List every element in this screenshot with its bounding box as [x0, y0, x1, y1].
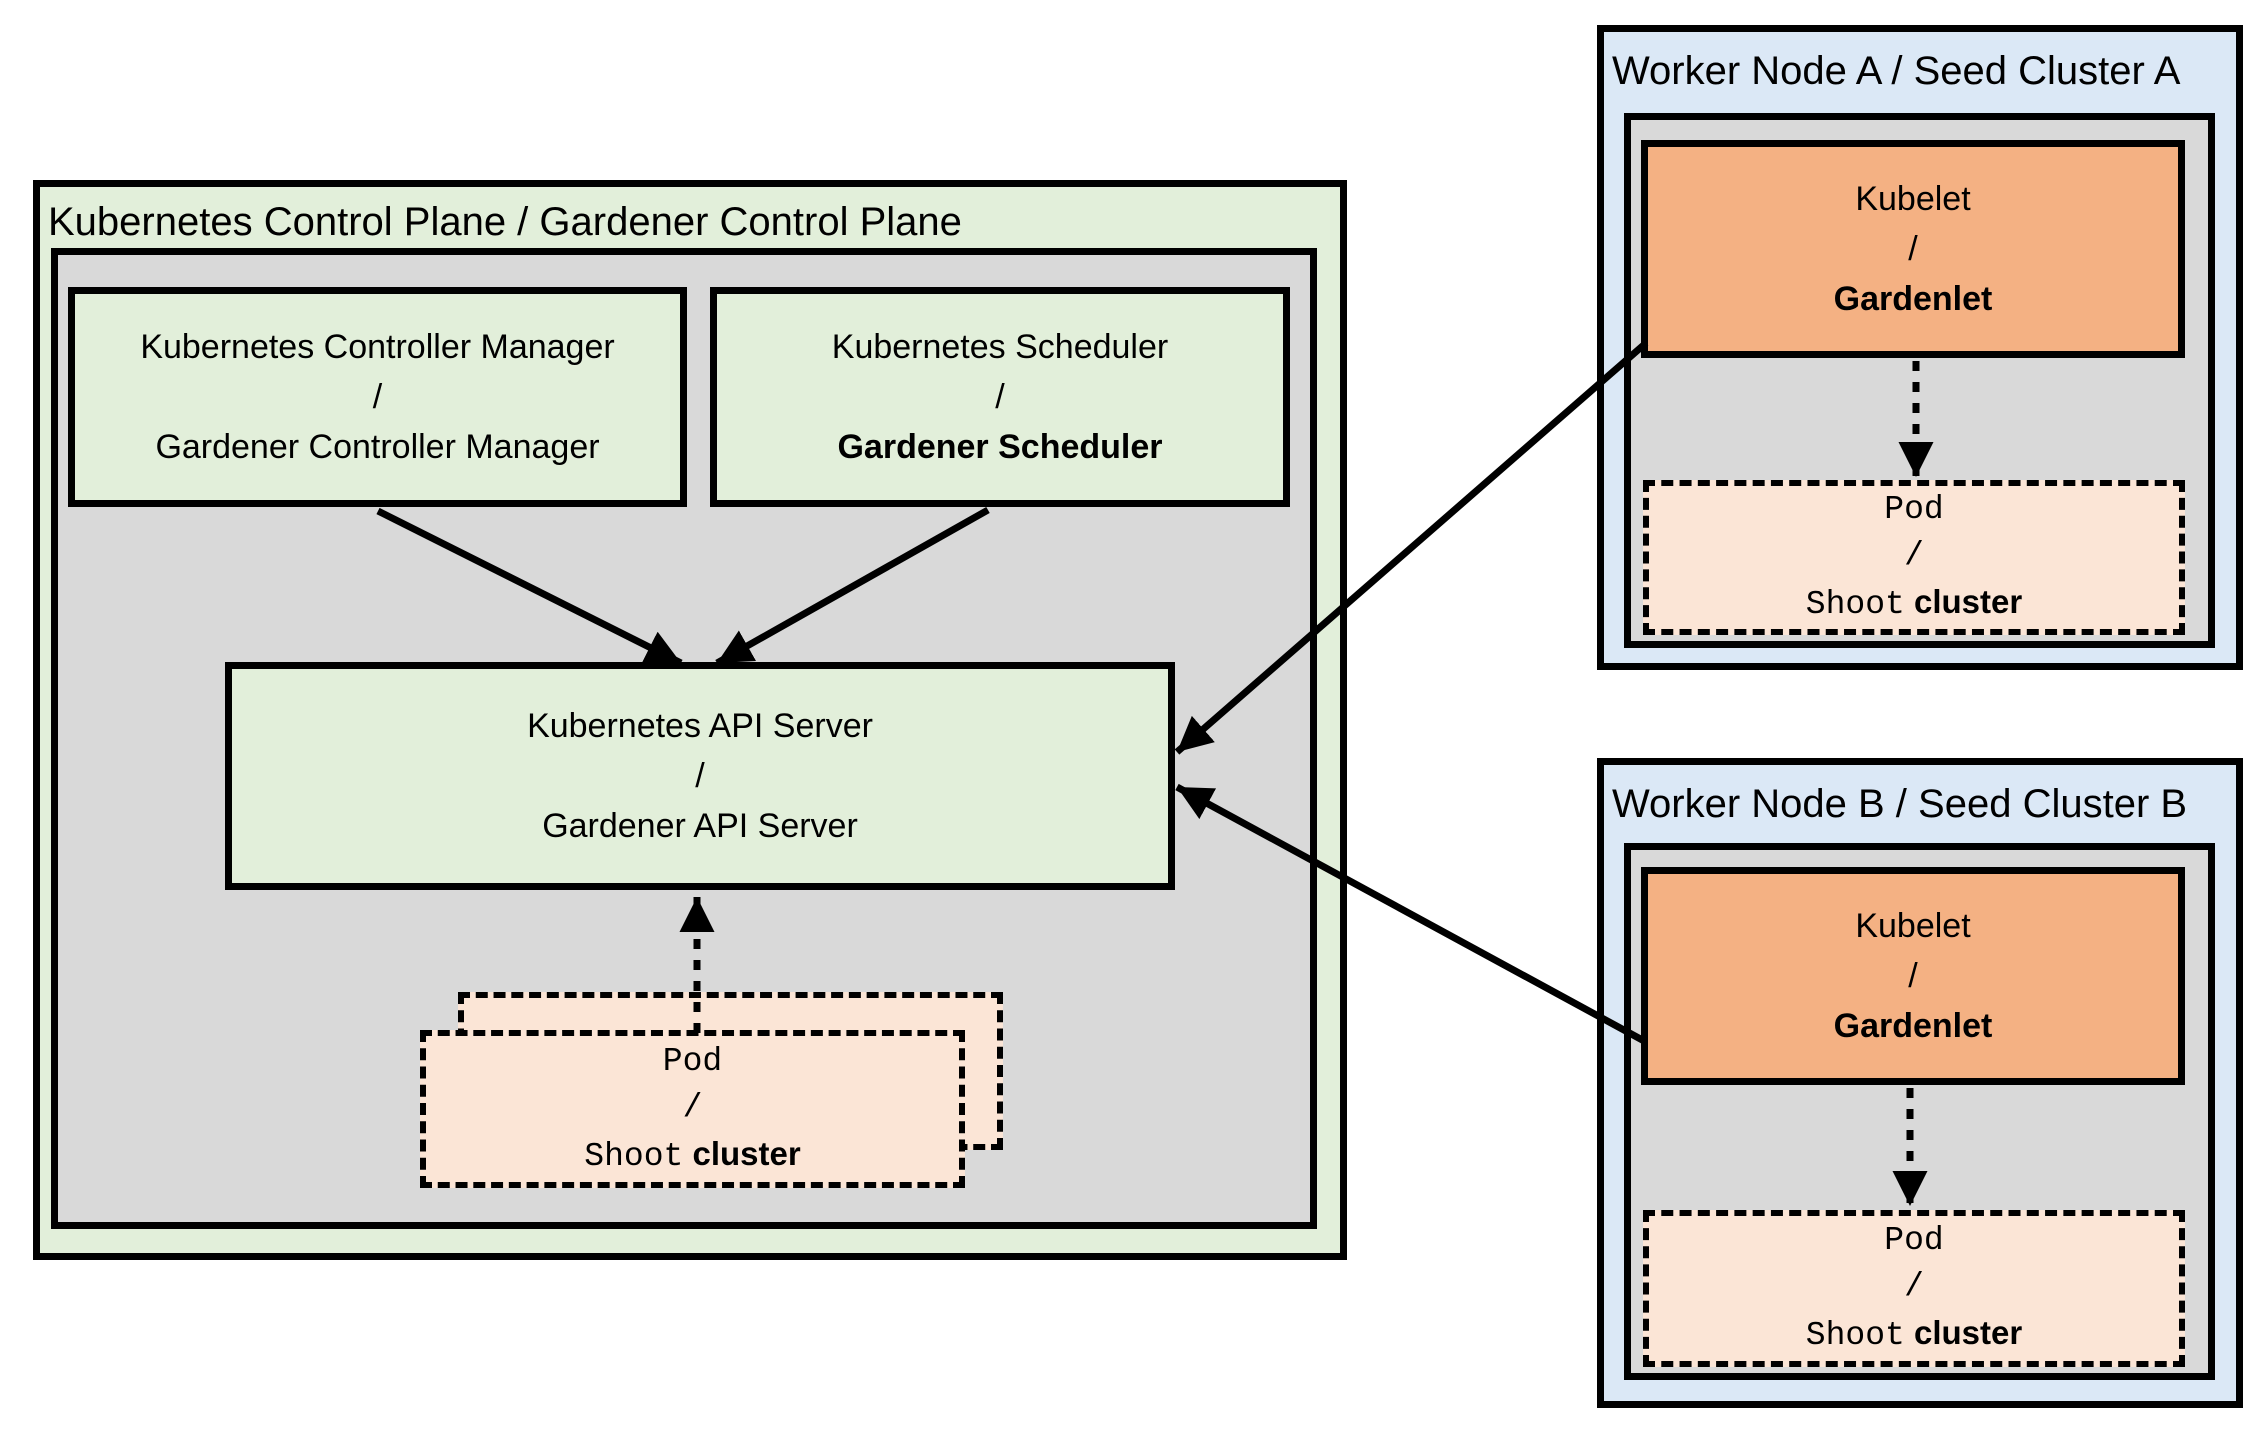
- worker-node-a-pod-line1: Pod: [1884, 491, 1944, 528]
- controller-manager-line1: Kubernetes Controller Manager: [140, 328, 615, 366]
- control-plane-pod-shoot-label: Shoot: [584, 1137, 684, 1175]
- worker-node-b-title: Worker Node B / Seed Cluster B: [1612, 782, 2188, 826]
- api-server-line2: Gardener API Server: [542, 807, 858, 845]
- scheduler-separator: /: [995, 378, 1005, 416]
- control-plane-pod-line2: Shoot cluster: [584, 1131, 800, 1180]
- kubelet-a-line1: Kubelet: [1855, 180, 1971, 218]
- kubelet-b-box: Kubelet / Gardenlet: [1641, 867, 2185, 1085]
- kubelet-b-separator: /: [1908, 957, 1918, 995]
- worker-node-a-pod-shoot-label: Shoot: [1805, 586, 1905, 623]
- api-server-separator: /: [695, 757, 705, 795]
- control-plane-pod-separator: /: [682, 1088, 703, 1126]
- kubelet-a-box: Kubelet / Gardenlet: [1641, 140, 2185, 358]
- worker-node-b-pod-shoot-label: Shoot: [1805, 1317, 1905, 1354]
- worker-node-a-pod-box: Pod / Shoot cluster: [1643, 480, 2185, 635]
- worker-node-b-pod-cluster-label: cluster: [1913, 1314, 2023, 1351]
- control-plane-title: Kubernetes Control Plane / Gardener Cont…: [48, 200, 962, 244]
- kubelet-b-line2: Gardenlet: [1833, 1007, 1993, 1045]
- scheduler-box: Kubernetes Scheduler / Gardener Schedule…: [710, 287, 1290, 507]
- control-plane-pod-box-front: Pod / Shoot cluster: [420, 1030, 965, 1188]
- scheduler-line1: Kubernetes Scheduler: [831, 328, 1169, 366]
- worker-node-b-pod-line1: Pod: [1884, 1222, 1944, 1259]
- controller-manager-separator: /: [372, 378, 383, 416]
- controller-manager-box: Kubernetes Controller Manager / Gardener…: [68, 287, 687, 507]
- kubelet-a-line2: Gardenlet: [1833, 280, 1993, 318]
- worker-node-b-pod-line2: Shoot cluster: [1806, 1310, 2022, 1359]
- scheduler-line2: Gardener Scheduler: [837, 428, 1163, 466]
- worker-node-a-title: Worker Node A / Seed Cluster A: [1612, 49, 2181, 93]
- control-plane-pod-cluster-label: cluster: [692, 1134, 801, 1172]
- worker-node-b-pod-separator: /: [1904, 1268, 1924, 1305]
- control-plane-pod-line1: Pod: [662, 1042, 723, 1080]
- worker-node-b-pod-box: Pod / Shoot cluster: [1643, 1210, 2185, 1367]
- worker-node-a-pod-separator: /: [1904, 537, 1924, 574]
- worker-node-a-pod-cluster-label: cluster: [1913, 583, 2023, 620]
- worker-node-a-pod-line2: Shoot cluster: [1806, 579, 2022, 628]
- kubelet-a-separator: /: [1908, 230, 1918, 268]
- api-server-line1: Kubernetes API Server: [527, 707, 873, 745]
- controller-manager-line2: Gardener Controller Manager: [155, 428, 600, 466]
- api-server-box: Kubernetes API Server / Gardener API Ser…: [225, 662, 1175, 890]
- kubelet-b-line1: Kubelet: [1855, 907, 1971, 945]
